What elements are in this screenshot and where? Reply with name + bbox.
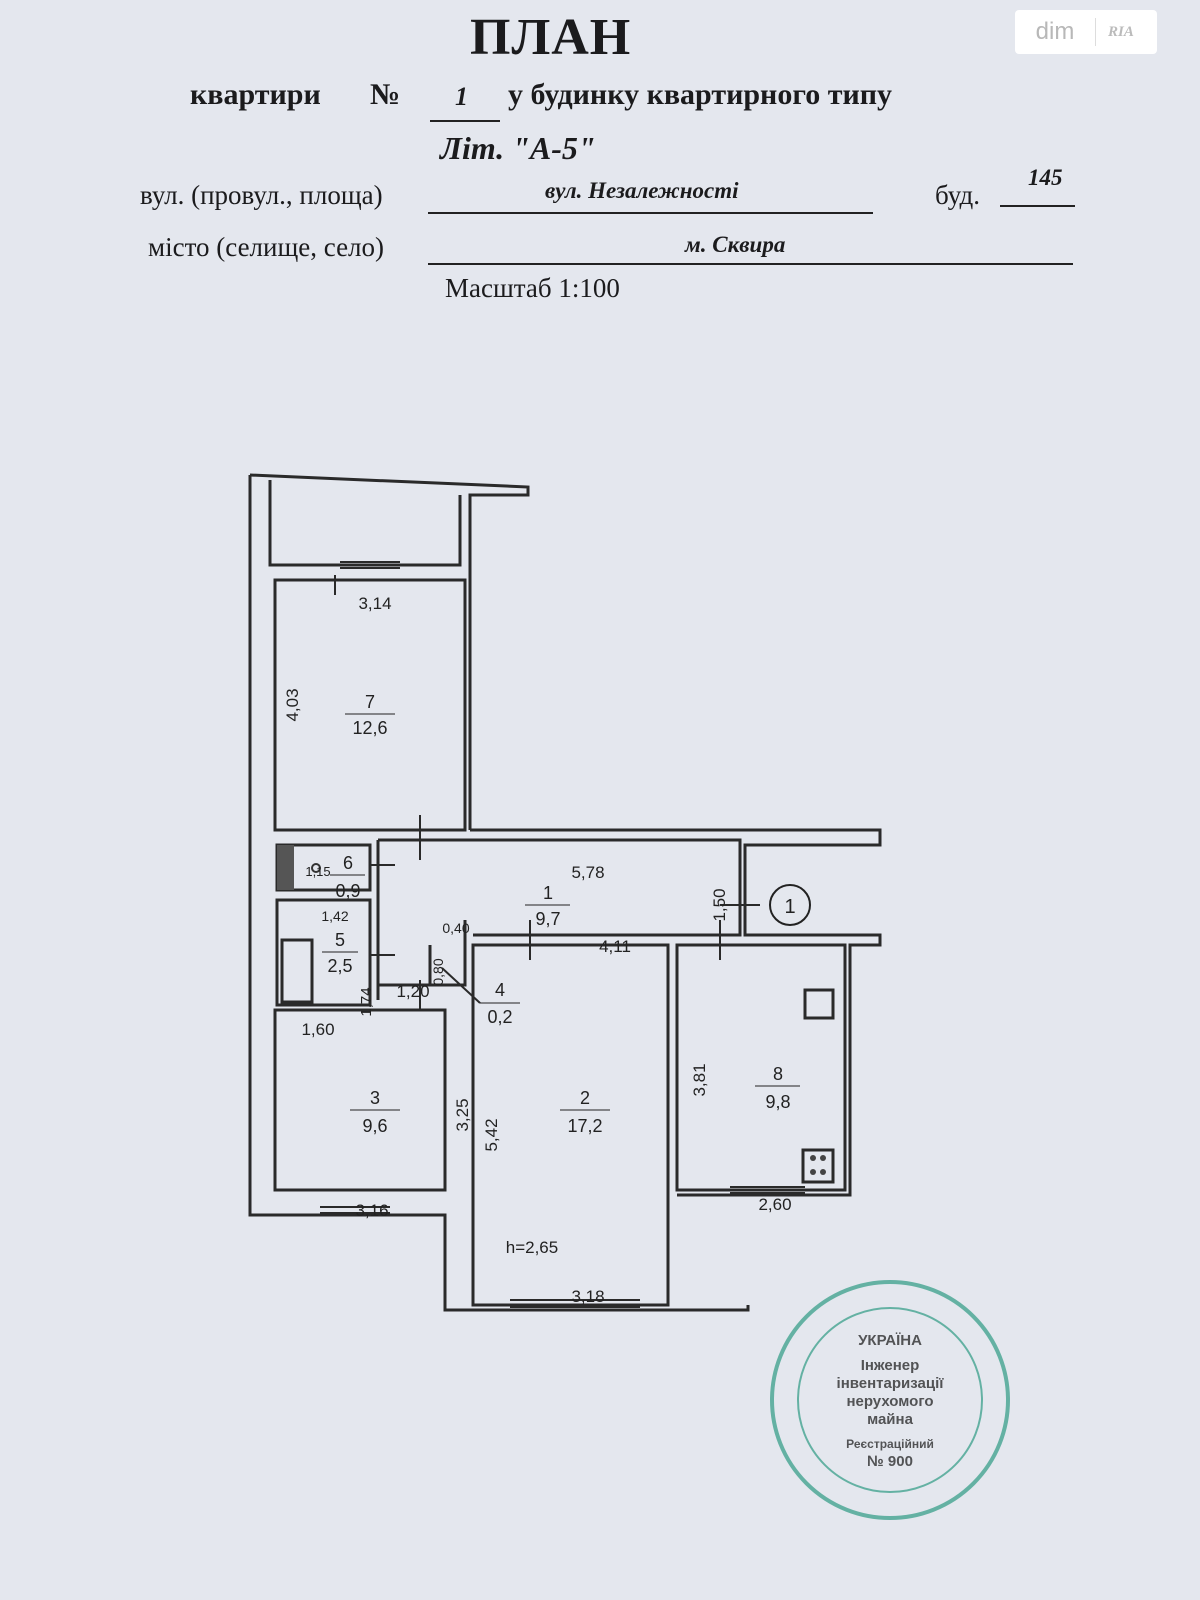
- room-8-number: 8: [773, 1064, 783, 1084]
- room-1-area: 9,7: [535, 909, 560, 929]
- dimension-label: 3,81: [690, 1063, 709, 1096]
- city-underline: [428, 263, 1073, 265]
- room-8-area: 9,8: [765, 1092, 790, 1112]
- apartment-number: 1: [455, 82, 468, 111]
- ceiling-height: h=2,65: [506, 1238, 558, 1257]
- logo-dim: dim: [1015, 18, 1096, 46]
- city-value: м. Сквира: [685, 232, 786, 257]
- building-underline: [1000, 205, 1075, 207]
- dimension-label: 3,18: [571, 1287, 604, 1306]
- room-4-number: 4: [495, 980, 505, 1000]
- scale: Масштаб 1:100: [445, 273, 620, 303]
- dimria-watermark-logo: dim RIA: [1015, 10, 1157, 54]
- dimension-label: 0,40: [442, 920, 469, 936]
- dimension-label: 1,20: [396, 982, 429, 1001]
- document-title: ПЛАН: [470, 9, 632, 66]
- street-label: вул. (провул., площа): [140, 180, 383, 210]
- room-5-area: 2,5: [327, 956, 352, 976]
- stove-icon: [810, 1155, 826, 1175]
- litera: Літ. "А-5": [440, 130, 596, 166]
- ventilation-shaft: [277, 845, 294, 890]
- svg-text:УКРАЇНА: УКРАЇНА: [858, 1332, 922, 1349]
- room-7-number: 7: [365, 692, 375, 712]
- street-underline: [428, 212, 873, 214]
- room-3-number: 3: [370, 1088, 380, 1108]
- windows-and-ticks: [320, 561, 805, 1308]
- dimension-labels: 3,14 4,03 5,78 1,50 1,15 1,42 0,40 0,80 …: [283, 594, 792, 1306]
- room-2-area: 17,2: [567, 1116, 602, 1136]
- svg-text:№ 900: № 900: [867, 1453, 913, 1470]
- dimension-label: 1,15: [305, 864, 330, 879]
- logo-ria: RIA: [1108, 23, 1134, 40]
- building-label: буд.: [935, 180, 980, 210]
- apartment-number-underline: [430, 120, 500, 122]
- room-1-number: 1: [543, 883, 553, 903]
- toilet-icon: [311, 863, 321, 873]
- street-value: вул. Незалежності: [545, 178, 739, 203]
- dimension-label: 3,16: [355, 1201, 388, 1220]
- svg-text:Реєстраційний: Реєстраційний: [846, 1437, 934, 1451]
- dimension-label: 3,14: [358, 594, 391, 613]
- entrance-marker-label: 1: [784, 896, 795, 918]
- room-6-number: 6: [343, 853, 353, 873]
- svg-text:інвентаризації: інвентаризації: [837, 1375, 945, 1392]
- svg-text:нерухомого: нерухомого: [846, 1393, 933, 1410]
- dimension-label: 1,42: [321, 908, 348, 924]
- entrance-marker: [769, 884, 811, 926]
- room-2-number: 2: [580, 1088, 590, 1108]
- dimension-label: 1,60: [301, 1020, 334, 1039]
- building-type: у будинку квартирного типу: [508, 78, 893, 111]
- apartment-label: квартири: [190, 78, 321, 111]
- dimension-label: 0,80: [430, 958, 446, 985]
- dimension-label: 2,60: [758, 1195, 791, 1214]
- walls: [248, 473, 882, 1312]
- room-4-area: 0,2: [487, 1007, 512, 1027]
- official-stamp: УКРАЇНА Інженер інвентаризації нерухомог…: [770, 1280, 1010, 1520]
- room-3-area: 9,6: [362, 1116, 387, 1136]
- room-7-area: 12,6: [352, 718, 387, 738]
- dimension-label: 5,78: [571, 863, 604, 882]
- dimension-label: 4,03: [283, 688, 302, 721]
- dimension-label: 5,42: [482, 1118, 501, 1151]
- dimension-label: 3,25: [453, 1098, 472, 1131]
- building-value: 145: [1028, 165, 1063, 190]
- dimension-label: 4,11: [599, 937, 631, 956]
- svg-text:майна: майна: [867, 1411, 914, 1428]
- dimension-label: 1,74: [358, 987, 375, 1016]
- room-6-area: 0,9: [335, 881, 360, 901]
- number-sign: №: [370, 78, 401, 111]
- dimension-label: 1,50: [710, 888, 729, 921]
- svg-text:Інженер: Інженер: [861, 1357, 920, 1374]
- room-labels: 7 12,6 1 9,7 6 0,9 5 2,5 4 0,2 3 9,6 2 17,2 8 9,…: [322, 692, 800, 1136]
- room-5-number: 5: [335, 930, 345, 950]
- city-label: місто (селище, село): [148, 232, 385, 262]
